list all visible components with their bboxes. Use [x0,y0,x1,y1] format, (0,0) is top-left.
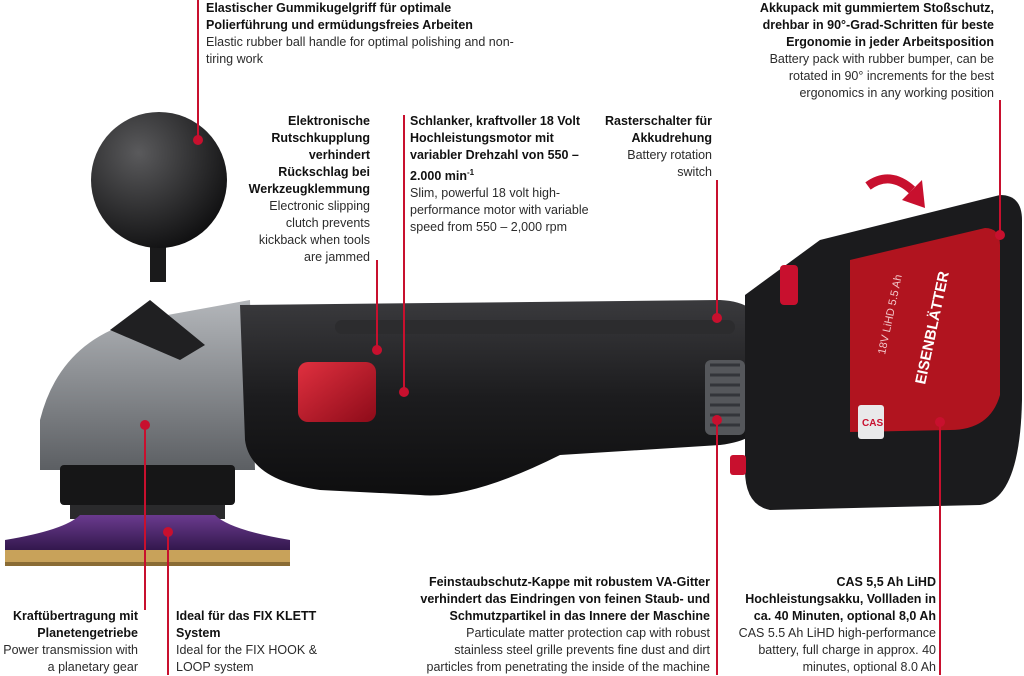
battery-pack: EISENBLÄTTER 18V LiHD 5.5 Ah CAS [730,174,1022,510]
callout-battery-bumper: Akkupack mit gummiertem Stoßschutz, dreh… [759,1,994,100]
gear-housing [40,300,255,519]
polishing-pad [5,515,290,566]
callout-dust-cap: Feinstaubschutz-Kappe mit robustem VA-Gi… [420,575,710,674]
rotation-arrow-icon [865,174,916,194]
callout-planetary-gear: Kraftübertragung mit Planetengetriebe Po… [3,609,138,674]
power-switch [298,362,376,422]
motor-body [240,300,760,496]
cas-badge [858,405,884,439]
rotation-detent-switch [780,265,798,305]
callout-fix-klett: Ideal für das FIX KLETT System Ideal for… [176,609,318,674]
cas-badge-label: CAS [862,418,883,429]
callout-motor: Schlanker, kraftvoller 18 Volt Hochleist… [410,114,589,235]
callout-detent-switch: Rasterschalter für Akkudrehung Battery r… [605,114,712,179]
callout-ball-handle: Elastischer Gummikugelgriff für optimale… [206,1,514,66]
callout-battery-cas: CAS 5,5 Ah LiHD Hochleistungsakku, Volll… [738,575,936,674]
callout-slip-clutch: Elektronische Rutschkupplung verhindert … [248,114,370,264]
rubber-ball-handle [91,112,227,282]
callout-leaders [140,0,1005,675]
